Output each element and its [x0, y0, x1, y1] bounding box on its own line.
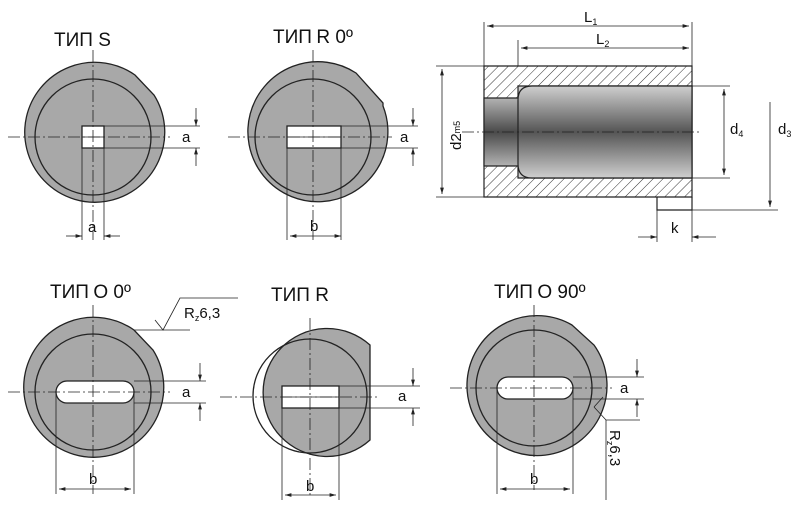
- type-o90-view: ТИП O 90º a b Rz6,3: [450, 282, 644, 500]
- dim-l2: L2: [596, 31, 609, 49]
- type-o0-roughness-label: Rz6,3: [184, 305, 220, 323]
- type-o90-dim-b: b: [530, 471, 538, 488]
- dim-d2: d2m5: [448, 121, 465, 150]
- type-o0-dim-b: b: [89, 471, 97, 488]
- type-o0-title: ТИП O 0º: [50, 282, 131, 303]
- type-o90-dim-a: a: [620, 380, 629, 397]
- type-o90-roughness-label: Rz6,3: [605, 430, 623, 466]
- type-r-dim-b: b: [306, 478, 314, 495]
- section-view: L1 L2 d2m5 d4 d3 k: [436, 9, 791, 242]
- type-r0-view: ТИП R 0º a b: [228, 27, 418, 240]
- type-r0-dim-a: a: [400, 129, 409, 146]
- type-r-dim-a: a: [398, 388, 407, 405]
- type-o0-view: ТИП O 0º a b Rz6,3: [8, 282, 238, 494]
- type-r-title: ТИП R: [271, 285, 329, 306]
- type-o90-title: ТИП O 90º: [494, 282, 586, 303]
- type-r0-dim-b: b: [310, 218, 318, 235]
- dim-k: k: [671, 220, 679, 237]
- type-s-title: ТИП S: [54, 30, 111, 51]
- type-s-dim-a-vertical: a: [182, 129, 191, 146]
- type-o0-roughness-symbol: [154, 297, 238, 331]
- type-s-view: ТИП S a a: [8, 30, 200, 240]
- type-r-view: ТИП R a b: [220, 285, 420, 500]
- dim-d3: d3: [778, 121, 791, 139]
- dim-d4: d4: [730, 121, 743, 139]
- type-o0-dim-a: a: [182, 384, 191, 401]
- type-r0-title: ТИП R 0º: [273, 27, 353, 48]
- dim-l1: L1: [584, 9, 597, 27]
- type-s-dim-a-horizontal: a: [88, 219, 97, 236]
